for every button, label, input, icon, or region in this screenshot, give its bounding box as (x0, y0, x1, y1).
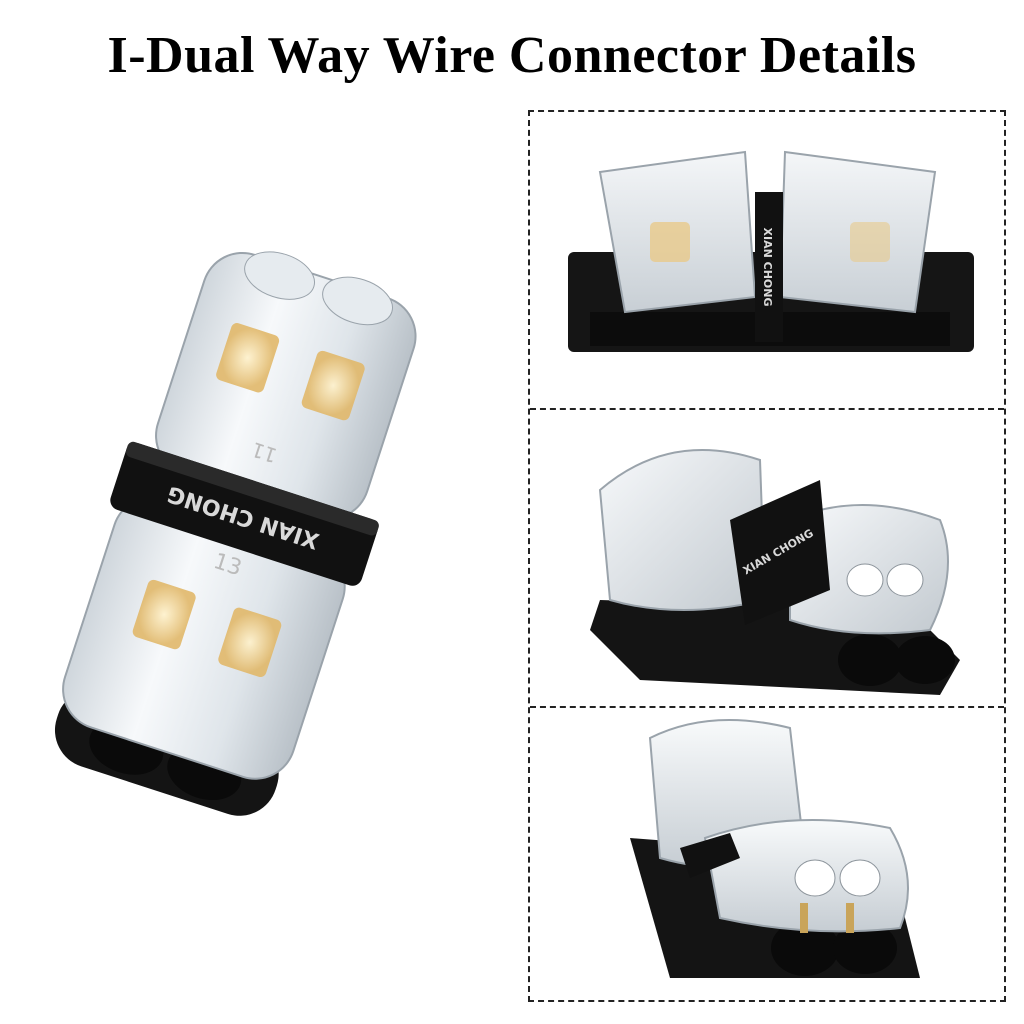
connector-end-icon (630, 719, 920, 978)
page-title: I-Dual Way Wire Connector Details (107, 27, 917, 84)
connector-top-icon: XIAN CHONG (568, 150, 974, 352)
detail-panel-end (530, 706, 1004, 1002)
detail-panel-stack: XIAN CHONG XIAN CHONG (528, 110, 1006, 1002)
connector-angle-icon: XIAN CHONG (590, 449, 960, 695)
detail-panel-angle: XIAN CHONG (530, 408, 1004, 708)
main-product-image: XIAN CHONG 13 11 (20, 230, 500, 830)
connector-front-icon: XIAN CHONG 13 11 (54, 251, 417, 816)
detail-panel-top: XIAN CHONG (530, 112, 1004, 408)
brand-mark-top: XIAN CHONG (761, 228, 774, 307)
